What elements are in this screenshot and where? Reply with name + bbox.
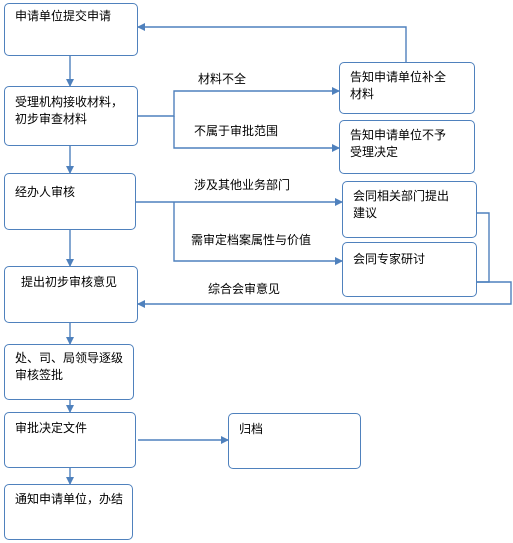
node-joint-experts: 会同专家研讨 (342, 242, 477, 297)
node-preliminary-opinion: 提出初步审核意见 (4, 266, 138, 323)
arrow-incomplete (138, 87, 340, 117)
node-submit-application: 申请单位提交申请 (4, 3, 138, 56)
edge-label-incomplete: 材料不全 (198, 72, 247, 86)
node-decision-document: 审批决定文件 (4, 412, 136, 468)
node-notify-supplement: 告知申请单位补全 材料 (339, 62, 475, 114)
node-notify-reject: 告知申请单位不予 受理决定 (339, 120, 475, 174)
node-joint-departments: 会同相关部门提出 建议 (342, 181, 477, 238)
node-notify-finish: 通知申请单位，办结 (4, 484, 133, 540)
node-handler-review: 经办人审核 (4, 173, 136, 230)
arrow-archive-value (173, 202, 343, 265)
node-leader-approval: 处、司、局领导逐级 审核签批 (4, 344, 134, 400)
edge-label-archive-value: 需审定档案属性与价值 (191, 233, 312, 247)
arrow-joint-dept-return (477, 212, 490, 283)
edge-label-other-depts: 涉及其他业务部门 (194, 178, 291, 192)
arrow-combined-opinion (137, 281, 512, 308)
node-archive: 归档 (228, 413, 361, 469)
arrow-supplement-loop (137, 23, 407, 62)
node-receive-materials: 受理机构接收材料， 初步审查材料 (4, 86, 138, 146)
edge-label-combined-opinion: 综合会审意见 (208, 282, 281, 296)
arrow-out-of-scope (173, 116, 340, 152)
edge-label-out-of-scope: 不属于审批范围 (194, 124, 279, 138)
